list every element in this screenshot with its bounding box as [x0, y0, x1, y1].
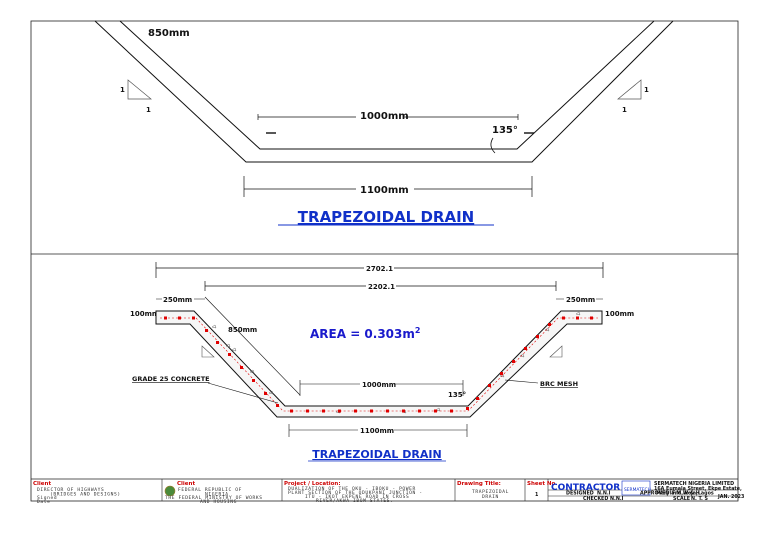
svg-text:Sheet No.: Sheet No. [527, 481, 557, 487]
mesh-leader [504, 379, 539, 384]
svg-text:SCALE: SCALE [673, 496, 690, 502]
top-inner-profile [119, 20, 655, 150]
svg-text:1: 1 [535, 492, 538, 498]
left-ledge-label: 250mm [163, 296, 192, 304]
title-block: Client DIRECTOR OF HIGHWAYS (BRIDGES AND… [33, 479, 744, 505]
bottom-section-title: TRAPEZOIDAL DRAIN [312, 448, 441, 461]
svg-text:DIRECTOR OF HIGHWAYS: DIRECTOR OF HIGHWAYS [37, 487, 104, 493]
coat-of-arms-icon [164, 485, 176, 497]
bottom-slant-label: 850mm [228, 326, 257, 334]
slope-indicator-left: 1 1 [120, 79, 152, 114]
top-opening-label: 2202.1 [368, 283, 395, 291]
left-thickness-label: 100mm [130, 310, 159, 318]
svg-text:SERMATECH NIGERIA LIMITED: SERMATECH NIGERIA LIMITED [654, 481, 734, 487]
svg-text:Signed: Signed [37, 495, 57, 501]
label-mask [360, 380, 394, 388]
svg-text:RIVER/AKWA IBOM STATES.: RIVER/AKWA IBOM STATES. [316, 498, 393, 504]
slope-indicator-right-small [549, 345, 563, 358]
bottom-angle-label: 135° [448, 391, 466, 399]
right-thickness-label: 100mm [605, 310, 634, 318]
svg-text:Project / Location:: Project / Location: [284, 481, 341, 487]
client-federal-cell: Client FEDERAL REPUBLIC OF NIGERIA THE F… [164, 481, 263, 505]
svg-text:DRAIN: DRAIN [482, 494, 499, 500]
label-mask [564, 295, 596, 303]
top-inner-base-label: 1000mm [360, 111, 409, 122]
area-label: AREA = 0.303m2 [310, 326, 420, 341]
top-slant-label: 850mm [148, 28, 190, 39]
bottom-drain-section: 2702.1 2202.1 250mm 250mm 100mm 100mm [130, 262, 634, 462]
rebar-dots [164, 316, 593, 413]
svg-text:CONTRACTOR: CONTRACTOR [551, 483, 620, 493]
top-angle-arc [490, 137, 496, 154]
svg-text:JAN. 2023: JAN. 2023 [717, 494, 744, 500]
svg-text:AND HOUSING: AND HOUSING [200, 499, 237, 505]
overall-width-label: 2702.1 [366, 265, 393, 273]
svg-text:1: 1 [146, 106, 151, 114]
label-mask [356, 183, 414, 195]
top-section-title: TRAPEZOIDAL DRAIN [298, 208, 474, 226]
sheet-cell: Sheet No. 1 [527, 481, 557, 498]
bottom-outer-base-label: 1100mm [360, 427, 394, 435]
svg-text:Client: Client [177, 481, 195, 487]
svg-text:F.M.W & H: F.M.W & H [672, 491, 700, 497]
label-mask [356, 109, 404, 121]
sheet-border [30, 20, 739, 502]
top-drain-section: 850mm 1000mm 135° 1100mm 1 1 1 1 TRAPEZO… [94, 20, 674, 226]
concrete-leader [207, 382, 279, 404]
svg-text:TRAPEZOIDAL: TRAPEZOIDAL [472, 489, 509, 495]
mesh-callout: BRC MESH [540, 380, 578, 388]
contractor-cell: CONTRACTOR SERMATECH SERMATECH NIGERIA L… [551, 480, 744, 502]
svg-text:Client: Client [33, 481, 51, 487]
client-highways-cell: Client DIRECTOR OF HIGHWAYS (BRIDGES AND… [33, 481, 121, 505]
drawing-title-cell: Drawing Title: TRAPEZOIDAL DRAIN [457, 481, 509, 500]
right-ledge-label: 250mm [566, 296, 595, 304]
svg-text:1: 1 [120, 86, 125, 94]
svg-text:1: 1 [644, 86, 649, 94]
label-mask [364, 264, 394, 272]
top-outer-base-label: 1100mm [360, 185, 409, 196]
svg-text:ITU - IKOT EKPENE ROAD IN CROS: ITU - IKOT EKPENE ROAD IN CROSS [305, 494, 409, 500]
svg-text:16A Eumala Street, Ekpe Estate: 16A Eumala Street, Ekpe Estate, [654, 486, 742, 492]
svg-text:DUALIZATION OF THE OKU - IBOKU: DUALIZATION OF THE OKU - IBOKU - POWER [288, 486, 416, 492]
svg-text:Date: Date [37, 499, 50, 505]
svg-text:THE FEDERAL MINISTRY OF WORKS: THE FEDERAL MINISTRY OF WORKS [165, 495, 263, 501]
svg-text:N.N.I: N.N.I [610, 496, 624, 502]
label-mask [358, 426, 394, 434]
svg-text:DESIGNED: DESIGNED [566, 491, 594, 497]
svg-text:N. T. S: N. T. S [691, 496, 709, 502]
svg-text:SERMATECH: SERMATECH [624, 487, 651, 493]
svg-text:Drawing Title:: Drawing Title: [457, 481, 501, 487]
top-outer-profile [94, 20, 674, 163]
svg-text:NIGERIA: NIGERIA [205, 492, 229, 498]
svg-text:1: 1 [622, 106, 627, 114]
svg-text:N.N.I: N.N.I [597, 491, 611, 497]
label-mask [162, 295, 194, 303]
svg-text:PLANT SECTION OF THE ODUKPANI: PLANT SECTION OF THE ODUKPANI JUNCTION - [288, 490, 423, 496]
top-angle-label: 135° [492, 125, 518, 136]
svg-text:FEDERAL REPUBLIC OF: FEDERAL REPUBLIC OF [178, 487, 242, 493]
svg-text:APPROVED: APPROVED [640, 491, 669, 497]
bottom-inner-base-label: 1000mm [362, 381, 396, 389]
slope-indicator-left-small [201, 345, 215, 358]
svg-text:CHECKED: CHECKED [583, 496, 608, 502]
sermatech-logo [621, 480, 651, 496]
slope-indicator-right: 1 1 [617, 79, 649, 114]
svg-text:Maryland,Ikeja,Lagos: Maryland,Ikeja,Lagos [656, 491, 714, 497]
concrete-body [155, 310, 603, 418]
concrete-callout: GRADE 25 CONCRETE [132, 375, 210, 383]
project-cell: Project / Location: DUALIZATION OF THE O… [284, 481, 423, 504]
svg-text:(BRIDGES AND DESIGNS): (BRIDGES AND DESIGNS) [50, 492, 121, 498]
label-mask [366, 282, 396, 290]
slant-dim-line [204, 296, 301, 396]
